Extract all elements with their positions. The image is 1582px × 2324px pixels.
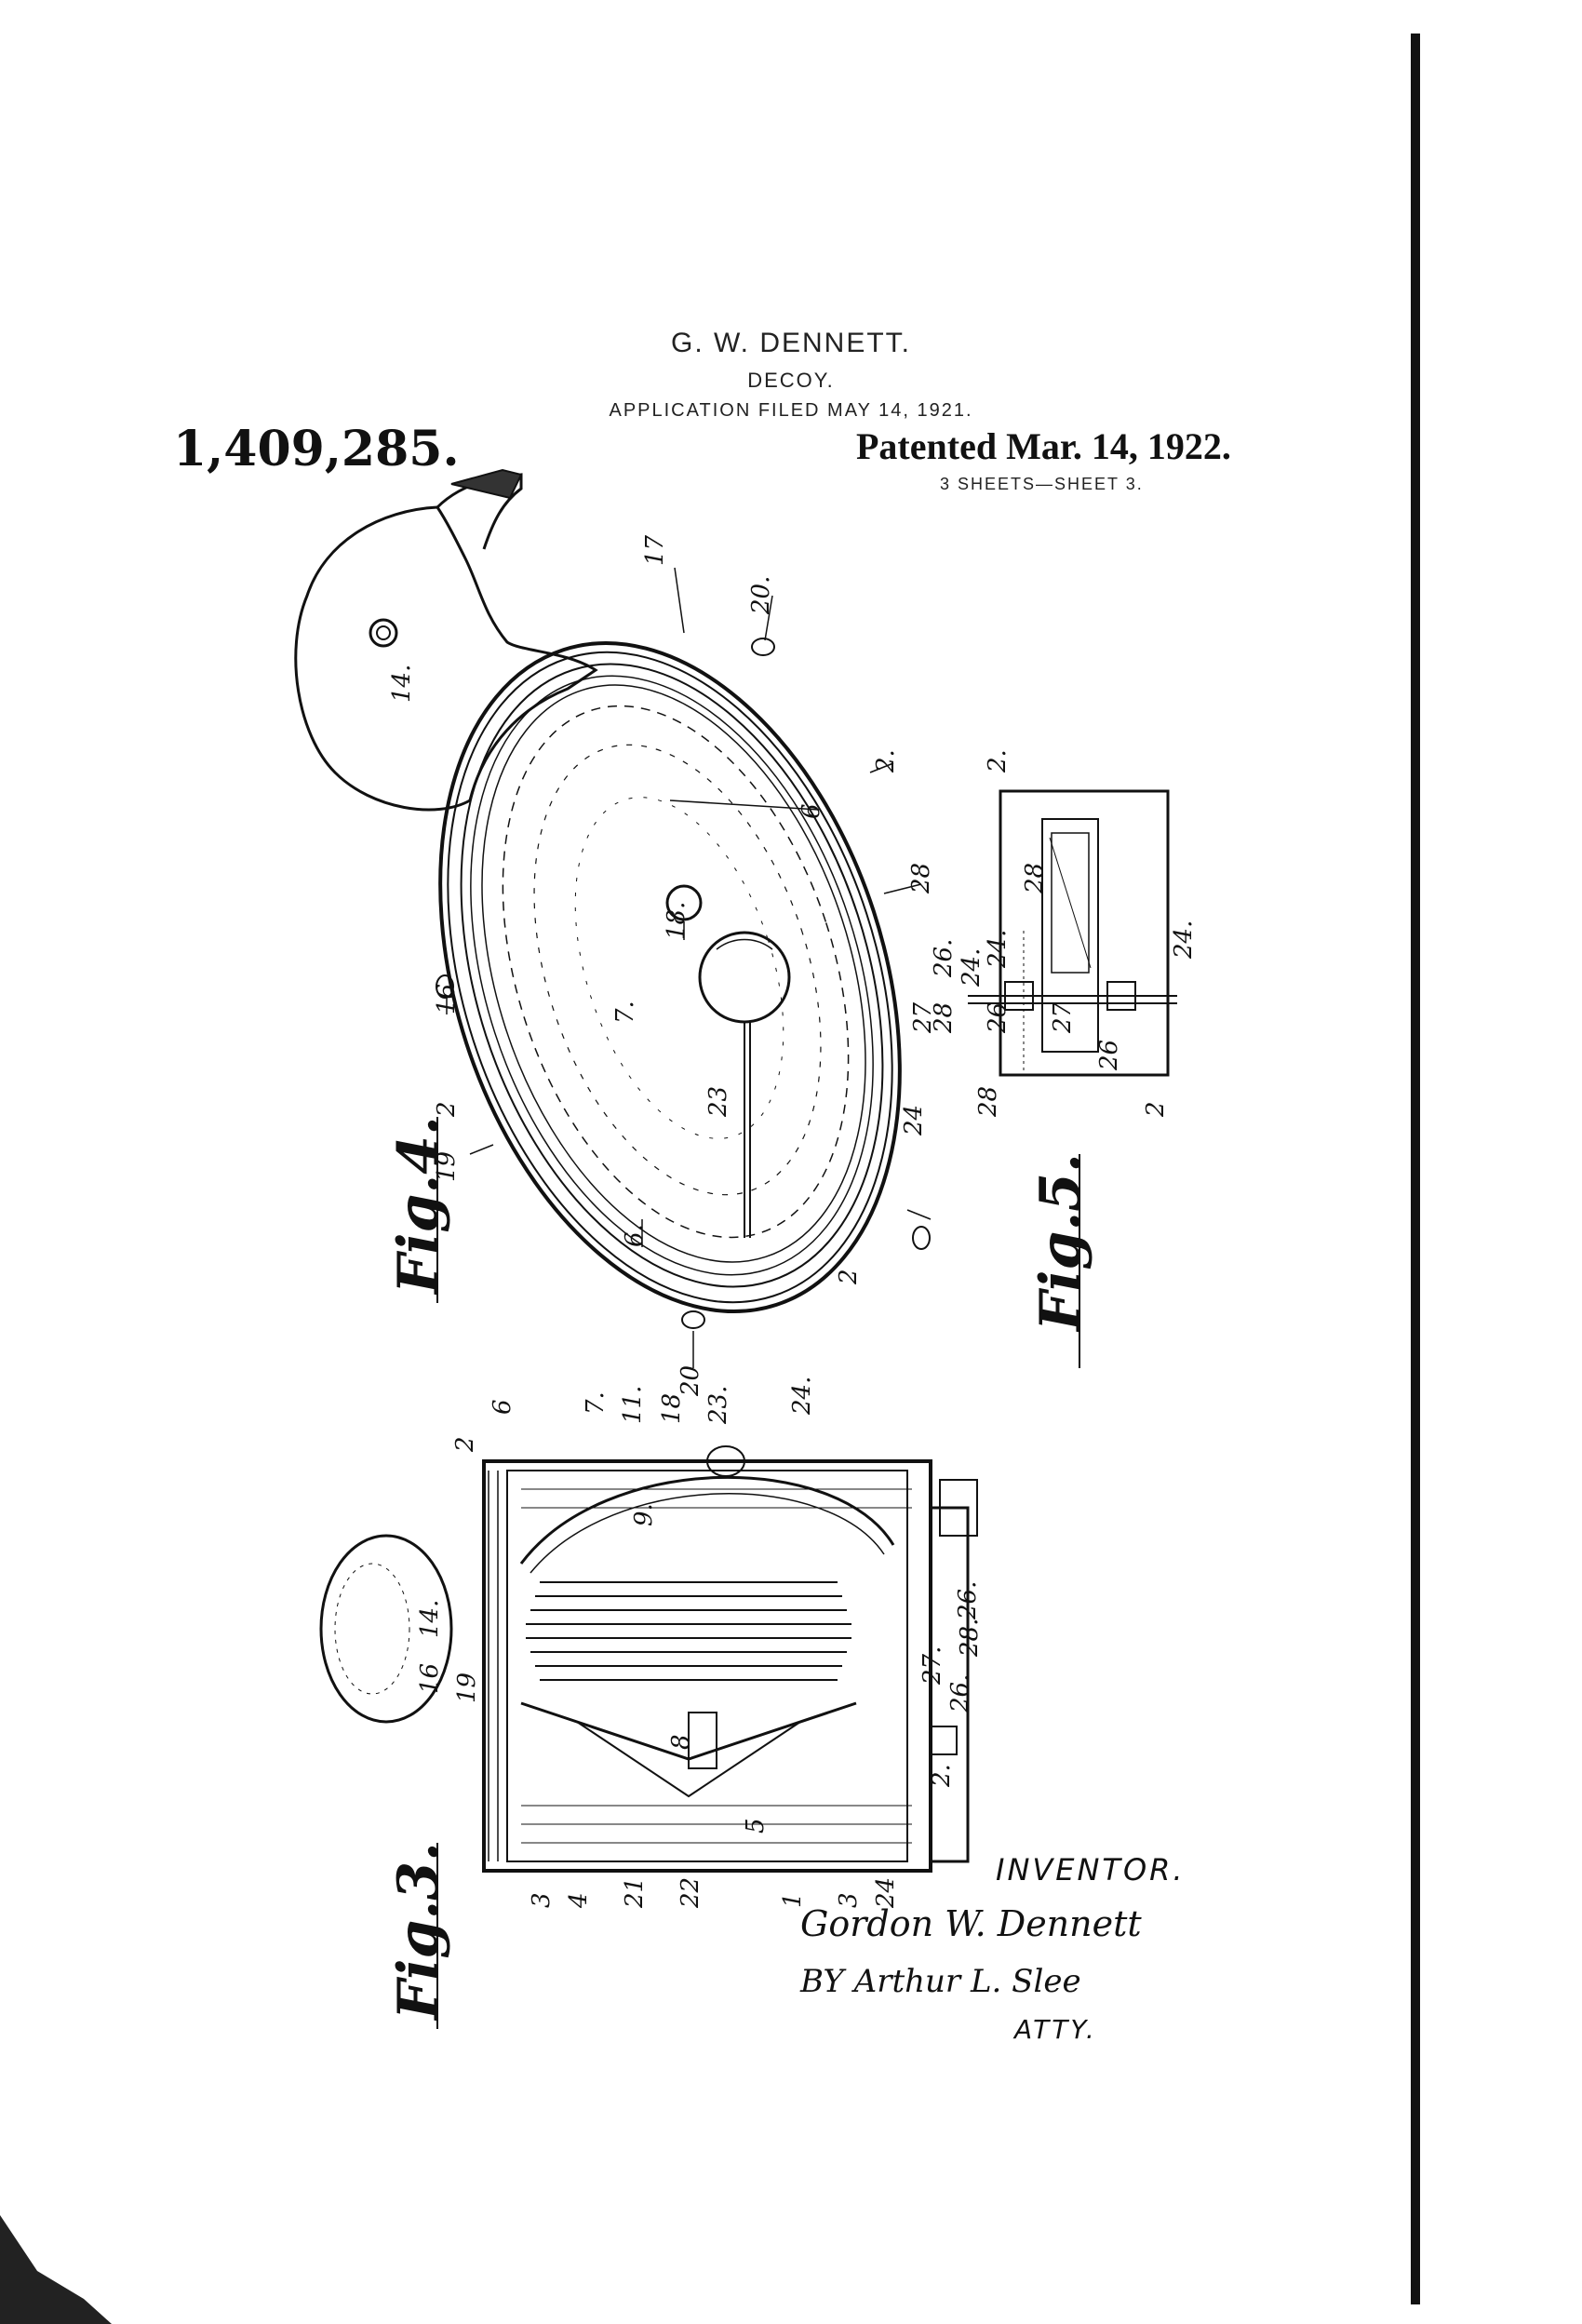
svg-text:24.: 24. [1170, 920, 1198, 960]
attorney-label: ATTY. [1012, 2014, 1097, 2045]
svg-text:28: 28 [930, 1002, 958, 1034]
svg-text:28: 28 [907, 863, 935, 894]
svg-text:18: 18 [658, 1393, 686, 1424]
svg-text:26: 26 [1095, 1040, 1123, 1071]
svg-text:6: 6 [798, 803, 825, 819]
svg-text:24.: 24. [984, 930, 1012, 969]
svg-text:27: 27 [909, 1001, 937, 1034]
svg-text:23.: 23. [704, 1386, 732, 1425]
svg-text:28: 28 [974, 1086, 1002, 1118]
fig3-reference-numerals: 2 6 7. 11. 18 23. 24. 9. 14. 16 19 26. 2… [416, 1377, 984, 1909]
inventor-name: G. W. DENNETT. [670, 328, 911, 358]
svg-text:8: 8 [667, 1734, 695, 1750]
svg-text:26.: 26. [954, 1581, 982, 1620]
svg-text:28: 28 [1021, 863, 1049, 894]
svg-text:11.: 11. [619, 1386, 647, 1424]
svg-text:18.: 18. [663, 902, 690, 940]
attorney-by: BY Arthur L. Slee [799, 1963, 1081, 2000]
svg-text:5: 5 [742, 1818, 770, 1834]
svg-text:2.: 2. [984, 749, 1012, 773]
svg-text:26: 26 [984, 1002, 1012, 1034]
svg-text:7.: 7. [582, 1391, 610, 1415]
svg-text:26.: 26. [930, 939, 958, 978]
svg-text:27.: 27. [918, 1646, 946, 1686]
svg-text:21: 21 [621, 1877, 649, 1909]
svg-text:27: 27 [1049, 1001, 1077, 1034]
signature-block: INVENTOR. Gordon W. Dennett BY Arthur L.… [799, 1852, 1186, 2045]
page-edge-bar [1411, 34, 1420, 2304]
svg-text:2: 2 [451, 1436, 479, 1453]
svg-text:7.: 7. [611, 1001, 639, 1024]
svg-text:3: 3 [835, 1892, 863, 1908]
fig5-reference-numerals: 2. 28 24. 26 27 24. 26 28 2 [974, 749, 1198, 1118]
svg-text:6: 6 [489, 1399, 516, 1415]
svg-text:2.: 2. [872, 749, 900, 773]
svg-text:9.: 9. [630, 1503, 658, 1526]
patented-date: Patented Mar. 14, 1922. [856, 425, 1231, 467]
svg-text:16: 16 [416, 1663, 444, 1694]
fig4-drawing [294, 468, 932, 1368]
svg-text:4: 4 [565, 1892, 593, 1909]
svg-text:3: 3 [528, 1892, 556, 1908]
svg-text:24: 24 [900, 1105, 928, 1136]
svg-text:2: 2 [835, 1269, 863, 1285]
svg-text:22: 22 [677, 1877, 704, 1909]
fig3-label: Fig.3. [386, 1842, 451, 2022]
svg-text:6.: 6. [621, 1224, 649, 1247]
svg-text:2.: 2. [928, 1764, 956, 1788]
svg-text:20: 20 [677, 1365, 704, 1397]
svg-text:24.: 24. [788, 1377, 816, 1416]
svg-text:23: 23 [704, 1086, 732, 1118]
svg-text:14.: 14. [388, 665, 416, 703]
inventor-label: INVENTOR. [996, 1852, 1186, 1887]
fig4-reference-numerals: 17 20. 2. 14. 6 28 18. 16 2 7. 26. 24. 2… [388, 534, 985, 1397]
svg-text:2: 2 [1142, 1101, 1170, 1118]
svg-text:26.: 26. [946, 1674, 974, 1713]
svg-text:24: 24 [872, 1877, 900, 1909]
fig3-drawing [319, 1445, 978, 1873]
svg-text:14.: 14. [416, 1600, 444, 1638]
application-filed: APPLICATION FILED MAY 14, 1921. [609, 400, 973, 421]
fig4-label: Fig.4. [386, 1116, 451, 1296]
svg-text:19: 19 [453, 1672, 481, 1703]
patent-number: 1,409,285. [173, 421, 460, 477]
inventor-signature: Gordon W. Dennett [800, 1903, 1142, 1944]
svg-text:28.: 28. [956, 1619, 984, 1658]
fig5-label: Fig.5. [1028, 1153, 1093, 1333]
svg-text:20.: 20. [747, 576, 775, 615]
patent-title: DECOY. [747, 369, 835, 392]
svg-text:16: 16 [433, 984, 461, 1014]
fig5-drawing [968, 789, 1177, 1077]
figure-labels: Fig.4. Fig.5. Fig.3. [386, 1116, 1093, 2022]
svg-text:24.: 24. [958, 948, 985, 987]
svg-text:2: 2 [433, 1101, 461, 1118]
scan-corner-artifact [0, 2215, 112, 2324]
svg-text:17: 17 [641, 534, 669, 566]
svg-text:1: 1 [779, 1892, 807, 1908]
sheet-count: 3 SHEETS—SHEET 3. [940, 475, 1144, 493]
